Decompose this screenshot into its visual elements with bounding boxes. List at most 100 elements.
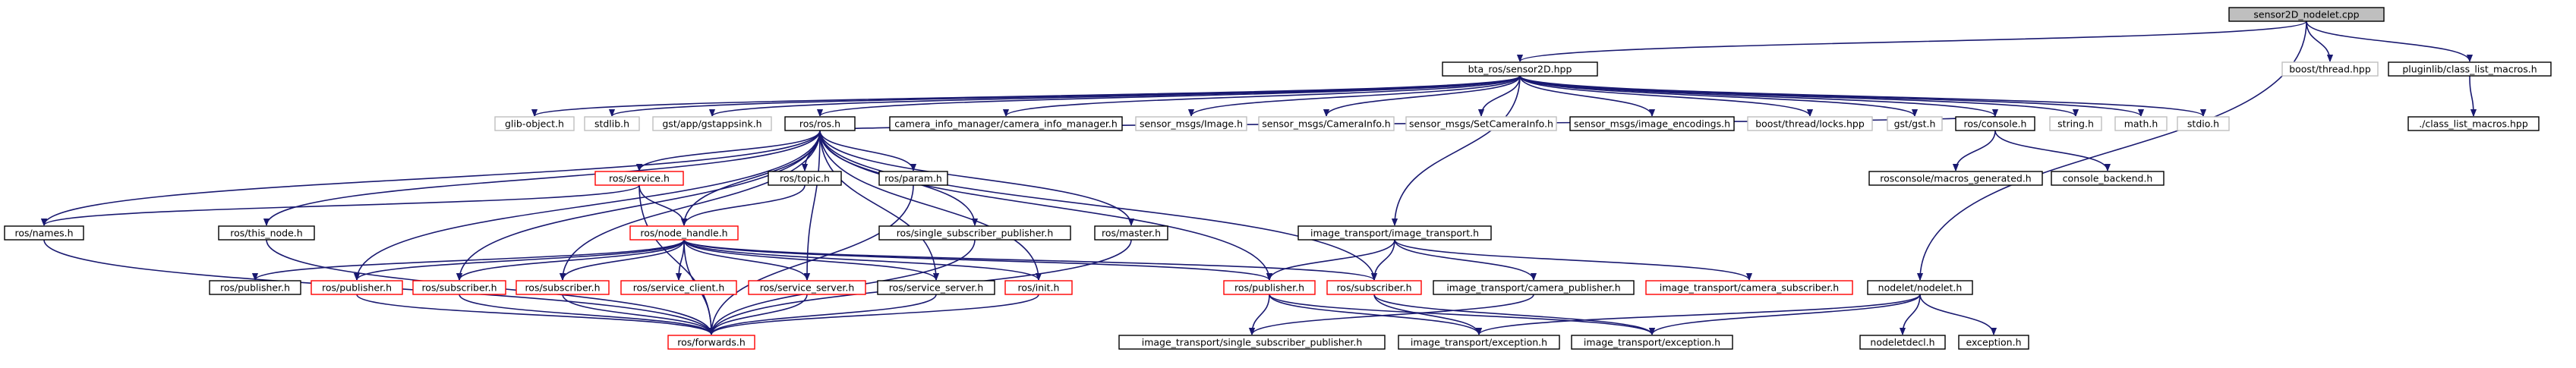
node-it-ssp[interactable]: image_transport/single_subscriber_publis… [1118, 335, 1386, 350]
node-rosh[interactable]: ros/ros.h [784, 116, 856, 131]
node-it[interactable]: image_transport/image_transport.h [1297, 225, 1492, 241]
node-it-publisher[interactable]: ros/publisher.h [1223, 280, 1316, 295]
node-box [1258, 116, 1395, 131]
node-ros-sub-a[interactable]: ros/subscriber.h [412, 280, 506, 295]
node-sm-setcam[interactable]: sensor_msgs/SetCameraInfo.h [1405, 116, 1557, 131]
include-edge-bta-to-glib [534, 75, 1521, 117]
node-bta[interactable]: bta_ros/sensor2D.hpp [1442, 61, 1598, 77]
node-box [1571, 335, 1733, 350]
include-edge-rosh-to-this_node [266, 130, 821, 226]
include-edge-rosh-to-init [819, 130, 1039, 280]
node-box [1887, 116, 1943, 131]
node-service-server-a[interactable]: ros/service_server.h [748, 280, 866, 295]
include-edge-it_subscriber-to-it_exc_b [1373, 294, 1652, 335]
node-box [1868, 171, 2043, 186]
node-topic[interactable]: ros/topic.h [768, 171, 842, 186]
node-root[interactable]: sensor2D_nodelet.cpp [2228, 7, 2385, 22]
node-label: ros/service.h [609, 173, 670, 184]
node-glib[interactable]: glib-object.h [494, 116, 575, 131]
node-label: ros/names.h [14, 228, 73, 239]
node-this-node[interactable]: ros/this_node.h [218, 225, 315, 241]
node-stdio[interactable]: stdio.h [2177, 116, 2230, 131]
node-box [1958, 335, 2029, 350]
node-ros-sub-b[interactable]: ros/subscriber.h [516, 280, 610, 295]
node-box [584, 116, 640, 131]
include-edge-ros_sub_a-to-forwards [459, 294, 711, 335]
include-edge-node_handle-to-it_subscriber [683, 239, 1374, 281]
node-math[interactable]: math.h [2114, 116, 2168, 131]
include-edge-it_campub-to-it_ssp [1252, 294, 1534, 335]
include-edge-service-to-names [44, 184, 640, 226]
include-edge-bta-to-sm_enc [1519, 75, 1652, 117]
node-label: sensor_msgs/SetCameraInfo.h [1409, 118, 1553, 130]
include-edge-rosh-to-service_server_b [819, 130, 936, 280]
node-ros-pub-b[interactable]: ros/publisher.h [311, 280, 403, 295]
node-console[interactable]: ros/console.h [1955, 116, 2035, 131]
node-master[interactable]: ros/master.h [1094, 225, 1168, 241]
node-label: ./class_list_macros.hpp [2419, 118, 2528, 130]
node-string[interactable]: string.h [2049, 116, 2102, 131]
node-sm-enc[interactable]: sensor_msgs/image_encodings.h [1569, 116, 1735, 131]
node-box [784, 116, 856, 131]
node-forwards[interactable]: ros/forwards.h [667, 335, 755, 350]
include-edge-it_publisher-to-it_exc_b [1269, 294, 1652, 335]
node-exception[interactable]: exception.h [1958, 335, 2029, 350]
node-service-client[interactable]: ros/service_client.h [620, 280, 737, 295]
node-label: ros/service_server.h [760, 282, 855, 294]
node-stdlib[interactable]: stdlib.h [584, 116, 640, 131]
node-box [878, 225, 1071, 241]
node-it-campub[interactable]: image_transport/camera_publisher.h [1433, 280, 1635, 295]
node-box [1398, 335, 1560, 350]
node-box [1326, 280, 1422, 295]
node-box [667, 335, 755, 350]
include-edge-root-to-bta [1520, 20, 2307, 62]
node-label: image_transport/image_transport.h [1310, 228, 1479, 239]
node-node-handle[interactable]: ros/node_handle.h [629, 225, 739, 241]
node-label: pluginlib/class_list_macros.h [2402, 64, 2537, 75]
node-box [1094, 225, 1168, 241]
node-box [620, 280, 737, 295]
edge-layer [44, 20, 2474, 335]
node-box [311, 280, 403, 295]
node-locks[interactable]: boost/thread/locks.hpp [1747, 116, 1873, 131]
node-it-subscriber[interactable]: ros/subscriber.h [1326, 280, 1422, 295]
node-console-backend[interactable]: console_backend.h [2051, 171, 2165, 186]
node-label: gst/gst.h [1894, 118, 1936, 130]
node-box [2049, 116, 2102, 131]
node-it-exc-b[interactable]: image_transport/exception.h [1571, 335, 1733, 350]
include-edge-root-to-pluginlib [2306, 20, 2470, 62]
node-gstappsink[interactable]: gst/app/gstappsink.h [652, 116, 772, 131]
node-box [878, 171, 948, 186]
node-ros-pub-a[interactable]: ros/publisher.h [209, 280, 301, 295]
node-service[interactable]: ros/service.h [594, 171, 684, 186]
node-names[interactable]: ros/names.h [4, 225, 84, 241]
node-service-server-b[interactable]: ros/service_server.h [877, 280, 995, 295]
node-box [1955, 116, 2035, 131]
node-it-camsub[interactable]: image_transport/camera_subscriber.h [1645, 280, 1853, 295]
node-boost-thread[interactable]: boost/thread.hpp [2281, 61, 2379, 77]
node-class-list-hpp[interactable]: ./class_list_macros.hpp [2407, 116, 2540, 131]
node-box [516, 280, 610, 295]
node-label: ros/subscriber.h [525, 282, 600, 294]
include-edge-it-to-it_camsub [1394, 239, 1749, 281]
include-edge-node_handle-to-it_publisher [683, 239, 1269, 281]
node-gst[interactable]: gst/gst.h [1887, 116, 1943, 131]
node-single-sub-pub[interactable]: ros/single_subscriber_publisher.h [878, 225, 1071, 241]
node-rosconsole-macros[interactable]: rosconsole/macros_generated.h [1868, 171, 2043, 186]
node-nodeletdecl[interactable]: nodeletdecl.h [1859, 335, 1946, 350]
node-label: camera_info_manager/camera_info_manager.… [894, 118, 1118, 130]
node-label: rosconsole/macros_generated.h [1880, 173, 2031, 184]
node-sm-image[interactable]: sensor_msgs/Image.h [1135, 116, 1247, 131]
node-param[interactable]: ros/param.h [878, 171, 948, 186]
node-label: gst/app/gstappsink.h [662, 118, 761, 130]
include-edge-nodelet-to-it_exc_b [1652, 294, 1921, 335]
node-it-exc-a[interactable]: image_transport/exception.h [1398, 335, 1560, 350]
node-label: boost/thread.hpp [2289, 64, 2371, 75]
node-sm-caminfo[interactable]: sensor_msgs/CameraInfo.h [1258, 116, 1395, 131]
node-label: ros/console.h [1964, 118, 2027, 130]
node-init[interactable]: ros/init.h [1004, 280, 1073, 295]
node-nodelet[interactable]: nodelet/nodelet.h [1867, 280, 1973, 295]
node-pluginlib[interactable]: pluginlib/class_list_macros.h [2388, 61, 2552, 77]
node-cim[interactable]: camera_info_manager/camera_info_manager.… [889, 116, 1123, 131]
